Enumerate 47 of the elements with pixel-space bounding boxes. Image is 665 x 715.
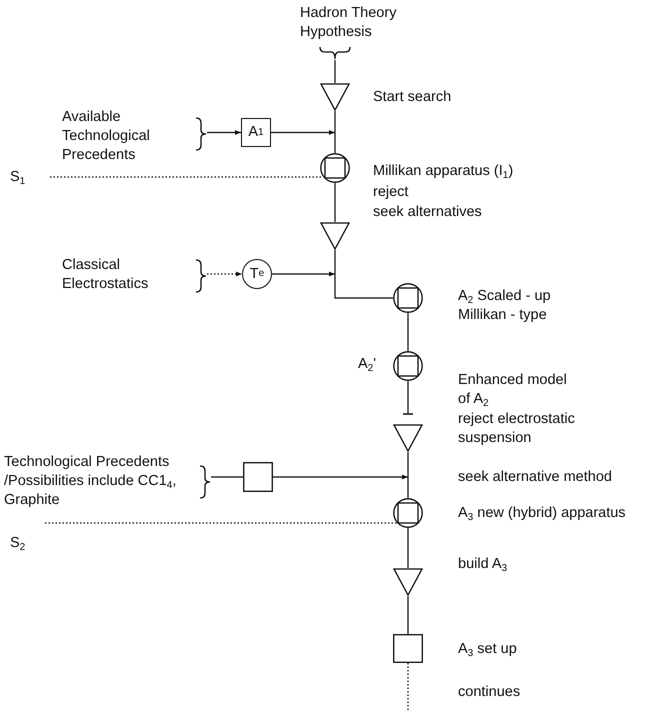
step-label: reject xyxy=(373,183,410,202)
connector-line xyxy=(334,183,336,222)
text-label: Hadron Theory Hypothesis xyxy=(300,4,398,42)
connector-line xyxy=(407,528,409,568)
dotted-line xyxy=(407,663,409,712)
apparatus-symbol xyxy=(393,283,423,313)
step-label: continues xyxy=(458,683,522,702)
step-label: A$_{2}$ Scaled - up Millikan - type xyxy=(458,287,552,325)
square-symbol xyxy=(393,634,423,663)
step-label: Enhanced model of A$_{2}$ xyxy=(458,371,568,409)
step-label: A$_{3}$ new (hybrid) apparatus xyxy=(458,504,627,523)
triangle-symbol xyxy=(320,222,350,250)
triangle-symbol xyxy=(393,424,423,452)
step-label: seek alternatives xyxy=(373,203,483,222)
text-label: S$_{2}$ xyxy=(10,534,26,553)
text-label: Classical Electrostatics xyxy=(62,256,150,294)
triangle-symbol xyxy=(320,83,350,111)
connector-line xyxy=(407,313,409,351)
arrow xyxy=(207,130,241,135)
apparatus-symbol xyxy=(393,351,423,381)
connector-line xyxy=(211,476,243,478)
text-label: Available Technological Precedents xyxy=(62,108,151,165)
step-label: seek alternative method xyxy=(458,468,613,487)
connector-line xyxy=(334,60,336,83)
step-label: build A$_{3}$ xyxy=(458,555,508,574)
text-label: S$_{1}$ xyxy=(10,168,26,187)
step-label: A$_{2}$' xyxy=(358,355,378,374)
step-label: A$_{3}$ set up xyxy=(458,640,518,659)
step-label: reject electrostatic suspension xyxy=(458,410,576,448)
apparatus-symbol xyxy=(320,153,350,183)
dotted-line xyxy=(50,176,323,178)
step-label: Millikan apparatus (I$_{1}$) xyxy=(373,162,514,181)
connector-line xyxy=(402,381,414,415)
connector-line xyxy=(334,250,393,299)
arrow xyxy=(273,474,408,480)
dotted-line xyxy=(45,522,397,524)
arrow xyxy=(272,272,335,276)
apparatus-symbol xyxy=(393,498,423,528)
connector-line xyxy=(407,452,409,498)
step-label: Start search xyxy=(373,88,452,107)
square-symbol xyxy=(243,462,273,492)
arrow xyxy=(271,130,335,135)
text-label: Technological Precedents /Possibilities include CC1$_{4}$, Graphite xyxy=(4,453,178,510)
triangle-symbol xyxy=(393,568,423,596)
connector-line xyxy=(407,596,409,634)
connector-line xyxy=(334,111,336,153)
dotted-arrow xyxy=(207,272,242,276)
